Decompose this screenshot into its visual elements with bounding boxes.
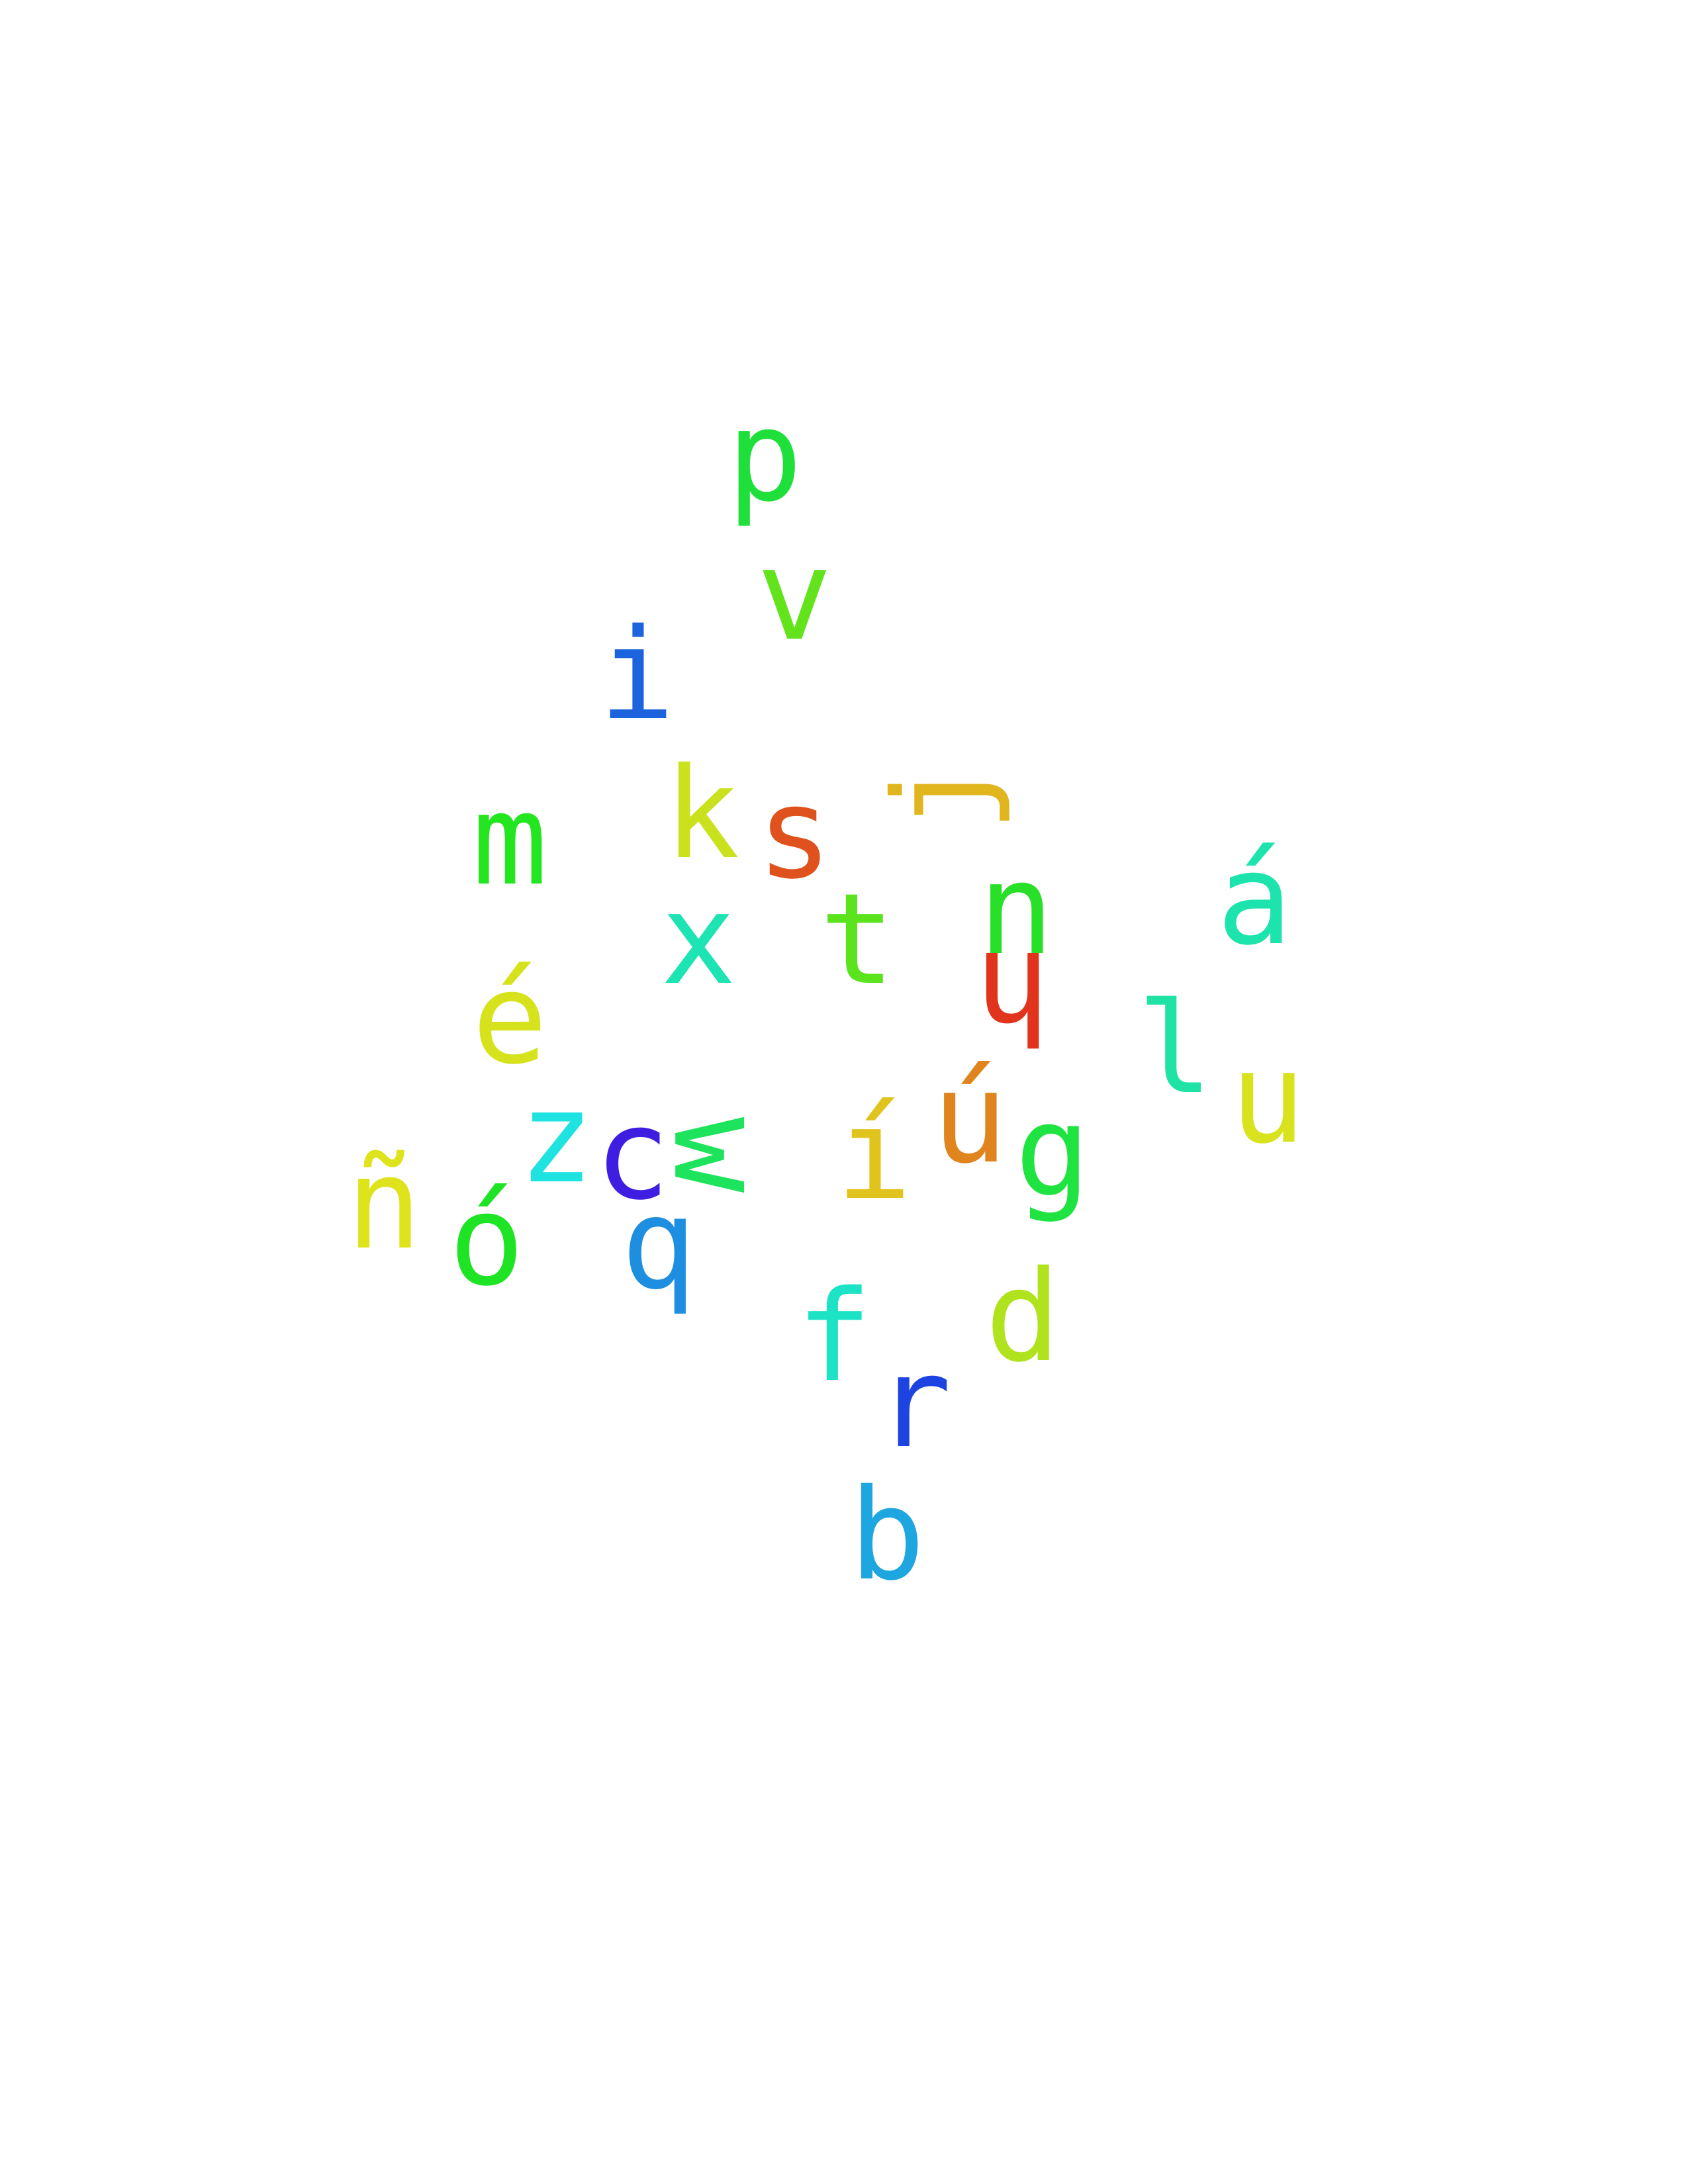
letter-glyph: v xyxy=(757,522,833,668)
letter-glyph: p xyxy=(727,383,803,529)
letter-glyph: ú xyxy=(932,1045,1008,1191)
letter-glyph: d xyxy=(985,1244,1061,1390)
letter-glyph: é xyxy=(472,946,548,1092)
letter-glyph: b xyxy=(849,1462,925,1608)
letter-glyph: m xyxy=(472,767,548,913)
letter-glyph: f xyxy=(796,1263,872,1410)
letter-glyph: ó xyxy=(449,1167,525,1314)
letter-glyph: r xyxy=(876,1330,952,1476)
letter-glyph: ñ xyxy=(346,1131,422,1277)
letter-glyph: g xyxy=(1015,1078,1091,1224)
letter-glyph: z xyxy=(518,1065,594,1211)
letter-glyph: s xyxy=(757,760,833,907)
letter-glyph: k xyxy=(664,741,740,887)
letter-glyph: t xyxy=(820,866,896,1013)
letter-glyph: i xyxy=(599,602,675,748)
letter-glyph: q xyxy=(621,1171,697,1317)
letter-glyph: n xyxy=(978,837,1055,983)
letter-glyph: í xyxy=(836,1081,912,1228)
letter-glyph: j xyxy=(867,756,1013,833)
letter-glyph: u xyxy=(1230,1025,1306,1171)
letter-glyph: l xyxy=(1137,976,1213,1122)
letter-glyph: á xyxy=(1217,827,1293,973)
letter-glyph: x xyxy=(661,866,737,1013)
letter-glyph: h xyxy=(975,923,1051,1069)
letter-glyph: c xyxy=(594,1081,671,1228)
